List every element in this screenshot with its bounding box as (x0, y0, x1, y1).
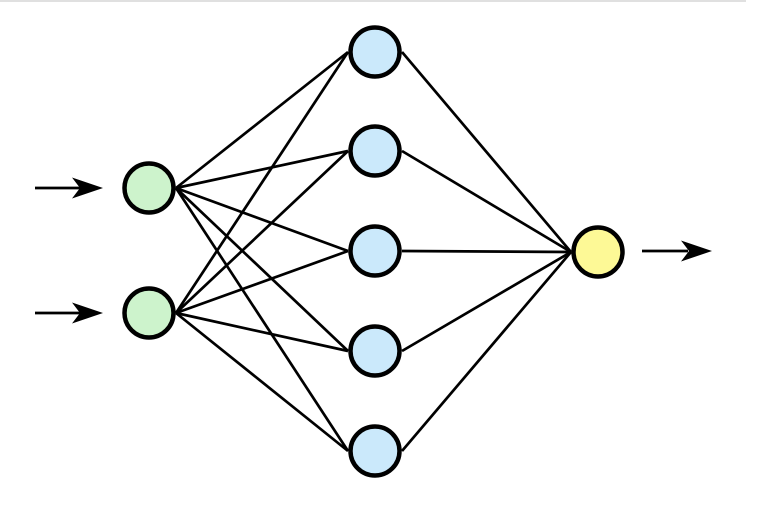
connection-input2-hidden3 (175, 249, 349, 315)
input-arrow-1-head-icon (72, 177, 103, 199)
input-arrow-2-head-icon (72, 302, 103, 324)
top-border-line (0, 0, 746, 2)
connection-hidden4-output1 (401, 250, 572, 353)
hidden-node-2 (348, 124, 402, 178)
connection-input2-hidden1 (174, 51, 350, 314)
hidden-node-3 (348, 224, 402, 278)
connection-input2-hidden4 (175, 311, 349, 353)
connection-input1-hidden4 (175, 187, 349, 352)
connection-input1-hidden5 (174, 187, 350, 452)
output-arrow-head-icon (681, 240, 712, 262)
connection-input2-hidden5 (175, 311, 349, 453)
input-node-1 (122, 161, 176, 215)
connection-input1-hidden3 (175, 186, 349, 253)
connection-input2-hidden2 (175, 150, 349, 314)
connection-input1-hidden2 (175, 149, 349, 190)
connection-input1-hidden1 (175, 50, 349, 190)
connection-hidden2-output1 (401, 149, 572, 254)
output-node-1 (571, 225, 625, 279)
connection-hidden3-output1 (401, 249, 572, 254)
connection-hidden5-output1 (400, 251, 573, 452)
hidden-node-5 (348, 424, 402, 478)
hidden-node-4 (348, 324, 402, 378)
hidden-node-1 (348, 25, 402, 79)
input-node-2 (122, 286, 176, 340)
connection-hidden1-output1 (400, 51, 573, 253)
